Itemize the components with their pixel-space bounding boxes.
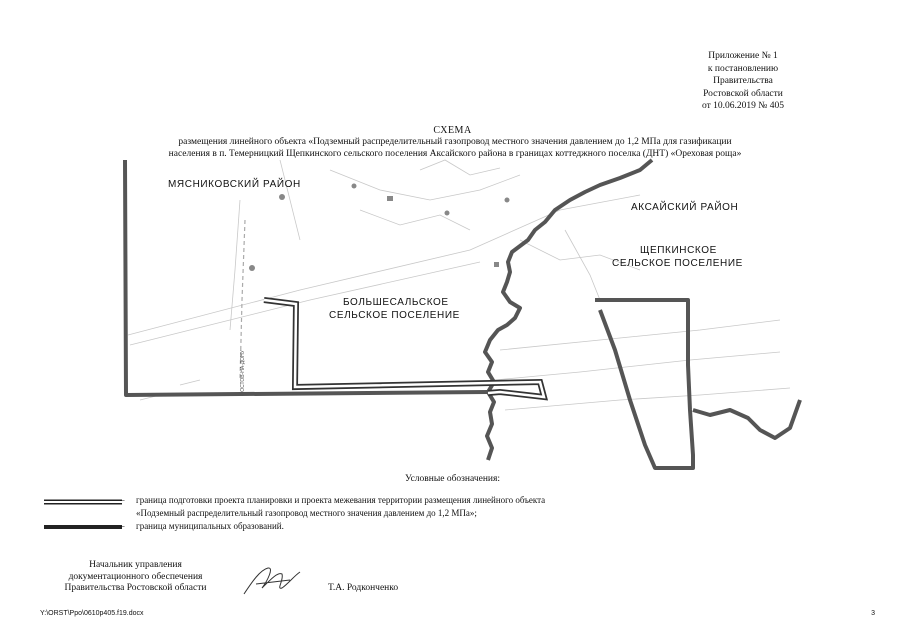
building-marker xyxy=(387,196,393,201)
settlement-marker xyxy=(444,210,450,216)
legend-dash: – xyxy=(120,495,125,505)
label-aksaysky: АКСАЙСКИЙ РАЙОН xyxy=(631,200,738,213)
label-bolshesalskoe-1: БОЛЬШЕСАЛЬСКОЕ xyxy=(343,297,449,308)
schema-description: размещения линейного объекта «Подземный … xyxy=(110,136,800,160)
settlement-marker xyxy=(249,265,255,271)
legend-title: Условные обозначения: xyxy=(404,474,500,484)
boundary-west xyxy=(123,159,489,397)
file-path: Y:\ORST\Ppo\0610p405.f19.docx xyxy=(40,610,144,617)
legend-item-text: «Подземный распределительный газопровод … xyxy=(136,508,477,518)
appendix-line: Ростовской области xyxy=(703,88,783,99)
legend-item-text: граница подготовки проекта планировки и … xyxy=(136,495,546,505)
appendix-line: к постановлению xyxy=(707,63,779,74)
page-number: 3 xyxy=(871,610,875,617)
appendix-line: Приложение № 1 xyxy=(708,51,778,61)
legend-dash: – xyxy=(120,521,125,531)
map-road xyxy=(239,219,246,381)
signatory-title-line: Правительства Ростовской области xyxy=(64,583,207,593)
road-label: РОСТОВ-НА-ДОНУ xyxy=(240,349,246,395)
settlement-marker xyxy=(351,183,357,189)
legend-symbols xyxy=(44,499,122,529)
schema-title: СХЕМА xyxy=(433,125,472,136)
project-boundary xyxy=(263,297,549,401)
handwritten-signature xyxy=(243,567,301,595)
schema-description-line: размещения линейного объекта «Подземный … xyxy=(178,137,732,147)
settlement-marker xyxy=(504,197,510,203)
boundary-shchepkinskoe xyxy=(595,298,695,470)
signatory-title: Начальник управления документационного о… xyxy=(48,560,223,595)
settlement-marker xyxy=(279,194,285,200)
label-shchepkinskoe-2: СЕЛЬСКОЕ ПОСЕЛЕНИЕ xyxy=(612,258,743,269)
signatory-name: Т.А. Родконченко xyxy=(328,583,399,593)
legend-item-text: граница муниципальных образований. xyxy=(136,521,284,531)
signatory-title-line: Начальник управления xyxy=(89,560,182,570)
settlement-markers xyxy=(249,183,510,271)
appendix-header: Приложение № 1 к постановлению Правитель… xyxy=(653,50,833,113)
map-background-linework xyxy=(127,159,791,411)
label-shchepkinskoe-1: ЩЕПКИНСКОЕ xyxy=(640,245,717,256)
signatory-title-line: документационного обеспечения xyxy=(68,571,203,582)
boundary-east xyxy=(692,399,802,440)
boundary-winding-river xyxy=(483,158,654,461)
building-marker xyxy=(494,262,499,267)
municipal-boundaries xyxy=(123,158,802,470)
appendix-line: от 10.06.2019 № 405 xyxy=(702,101,784,111)
label-bolshesalskoe-2: СЕЛЬСКОЕ ПОСЕЛЕНИЕ xyxy=(329,310,460,321)
label-myasnikovsky: МЯСНИКОВСКИЙ РАЙОН xyxy=(168,177,301,190)
project-boundary-inner xyxy=(263,298,546,399)
schema-description-line: населения в п. Темерницкий Щепкинского с… xyxy=(168,149,742,159)
appendix-line: Правительства xyxy=(713,76,773,86)
